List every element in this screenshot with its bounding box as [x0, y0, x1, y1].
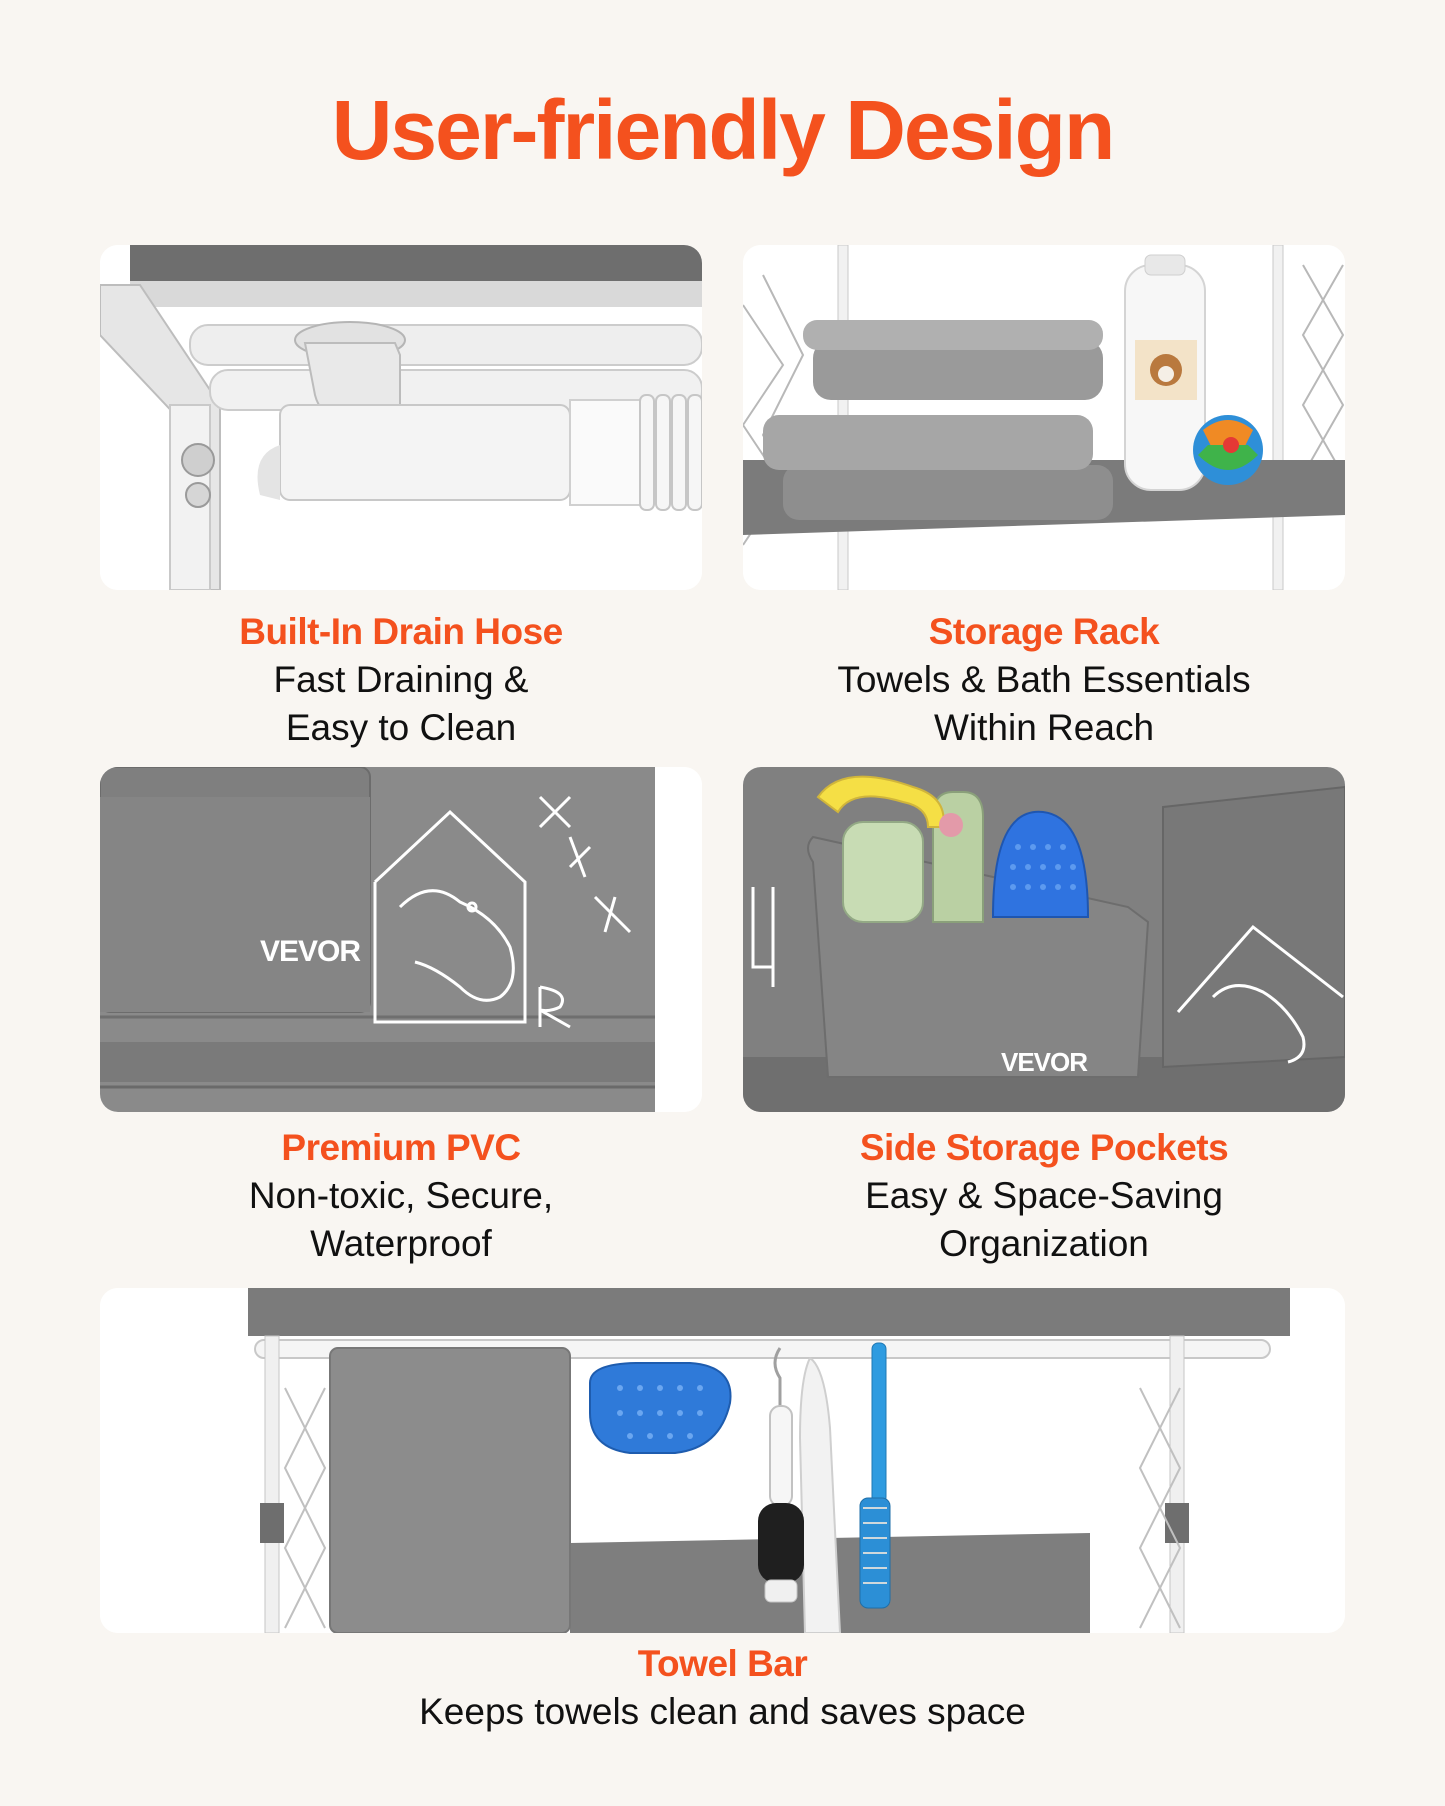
caption-line: Within Reach: [933, 707, 1155, 748]
caption-storage-rack: Storage Rack Towels & Bath Essentials Wi…: [743, 608, 1345, 752]
caption-drain-hose: Built-In Drain Hose Fast Draining & Easy…: [100, 608, 702, 752]
storage-rack-photo: [743, 245, 1345, 590]
towel-bar-photo: [100, 1288, 1345, 1633]
drain-hose-photo: [100, 245, 702, 590]
premium-pvc-photo: VEVOR: [100, 767, 702, 1112]
caption-premium-pvc: Premium PVC Non-toxic, Secure, Waterproo…: [100, 1124, 702, 1268]
caption-heading: Side Storage Pockets: [859, 1127, 1229, 1168]
caption-towel-bar: Towel Bar Keeps towels clean and saves s…: [100, 1640, 1345, 1736]
caption-line: Easy to Clean: [285, 707, 517, 748]
caption-line: Organization: [939, 1223, 1149, 1264]
page-title: User-friendly Design: [331, 83, 1116, 177]
caption-line: Non-toxic, Secure,: [248, 1175, 554, 1216]
caption-line: Towels & Bath Essentials: [837, 659, 1251, 700]
caption-heading: Storage Rack: [928, 611, 1160, 652]
caption-side-pockets: Side Storage Pockets Easy & Space-Saving…: [743, 1124, 1345, 1268]
caption-line: Easy & Space-Saving: [865, 1175, 1223, 1216]
caption-line: Keeps towels clean and saves space: [419, 1691, 1026, 1732]
brand-logo: VEVOR: [260, 935, 361, 968]
caption-heading: Premium PVC: [281, 1127, 521, 1168]
side-pockets-photo: VEVOR: [743, 767, 1345, 1112]
caption-line: Fast Draining &: [273, 659, 529, 700]
caption-line: Waterproof: [310, 1223, 492, 1264]
caption-heading: Towel Bar: [637, 1643, 808, 1684]
brand-logo: VEVOR: [1001, 1047, 1088, 1077]
caption-heading: Built-In Drain Hose: [239, 611, 563, 652]
